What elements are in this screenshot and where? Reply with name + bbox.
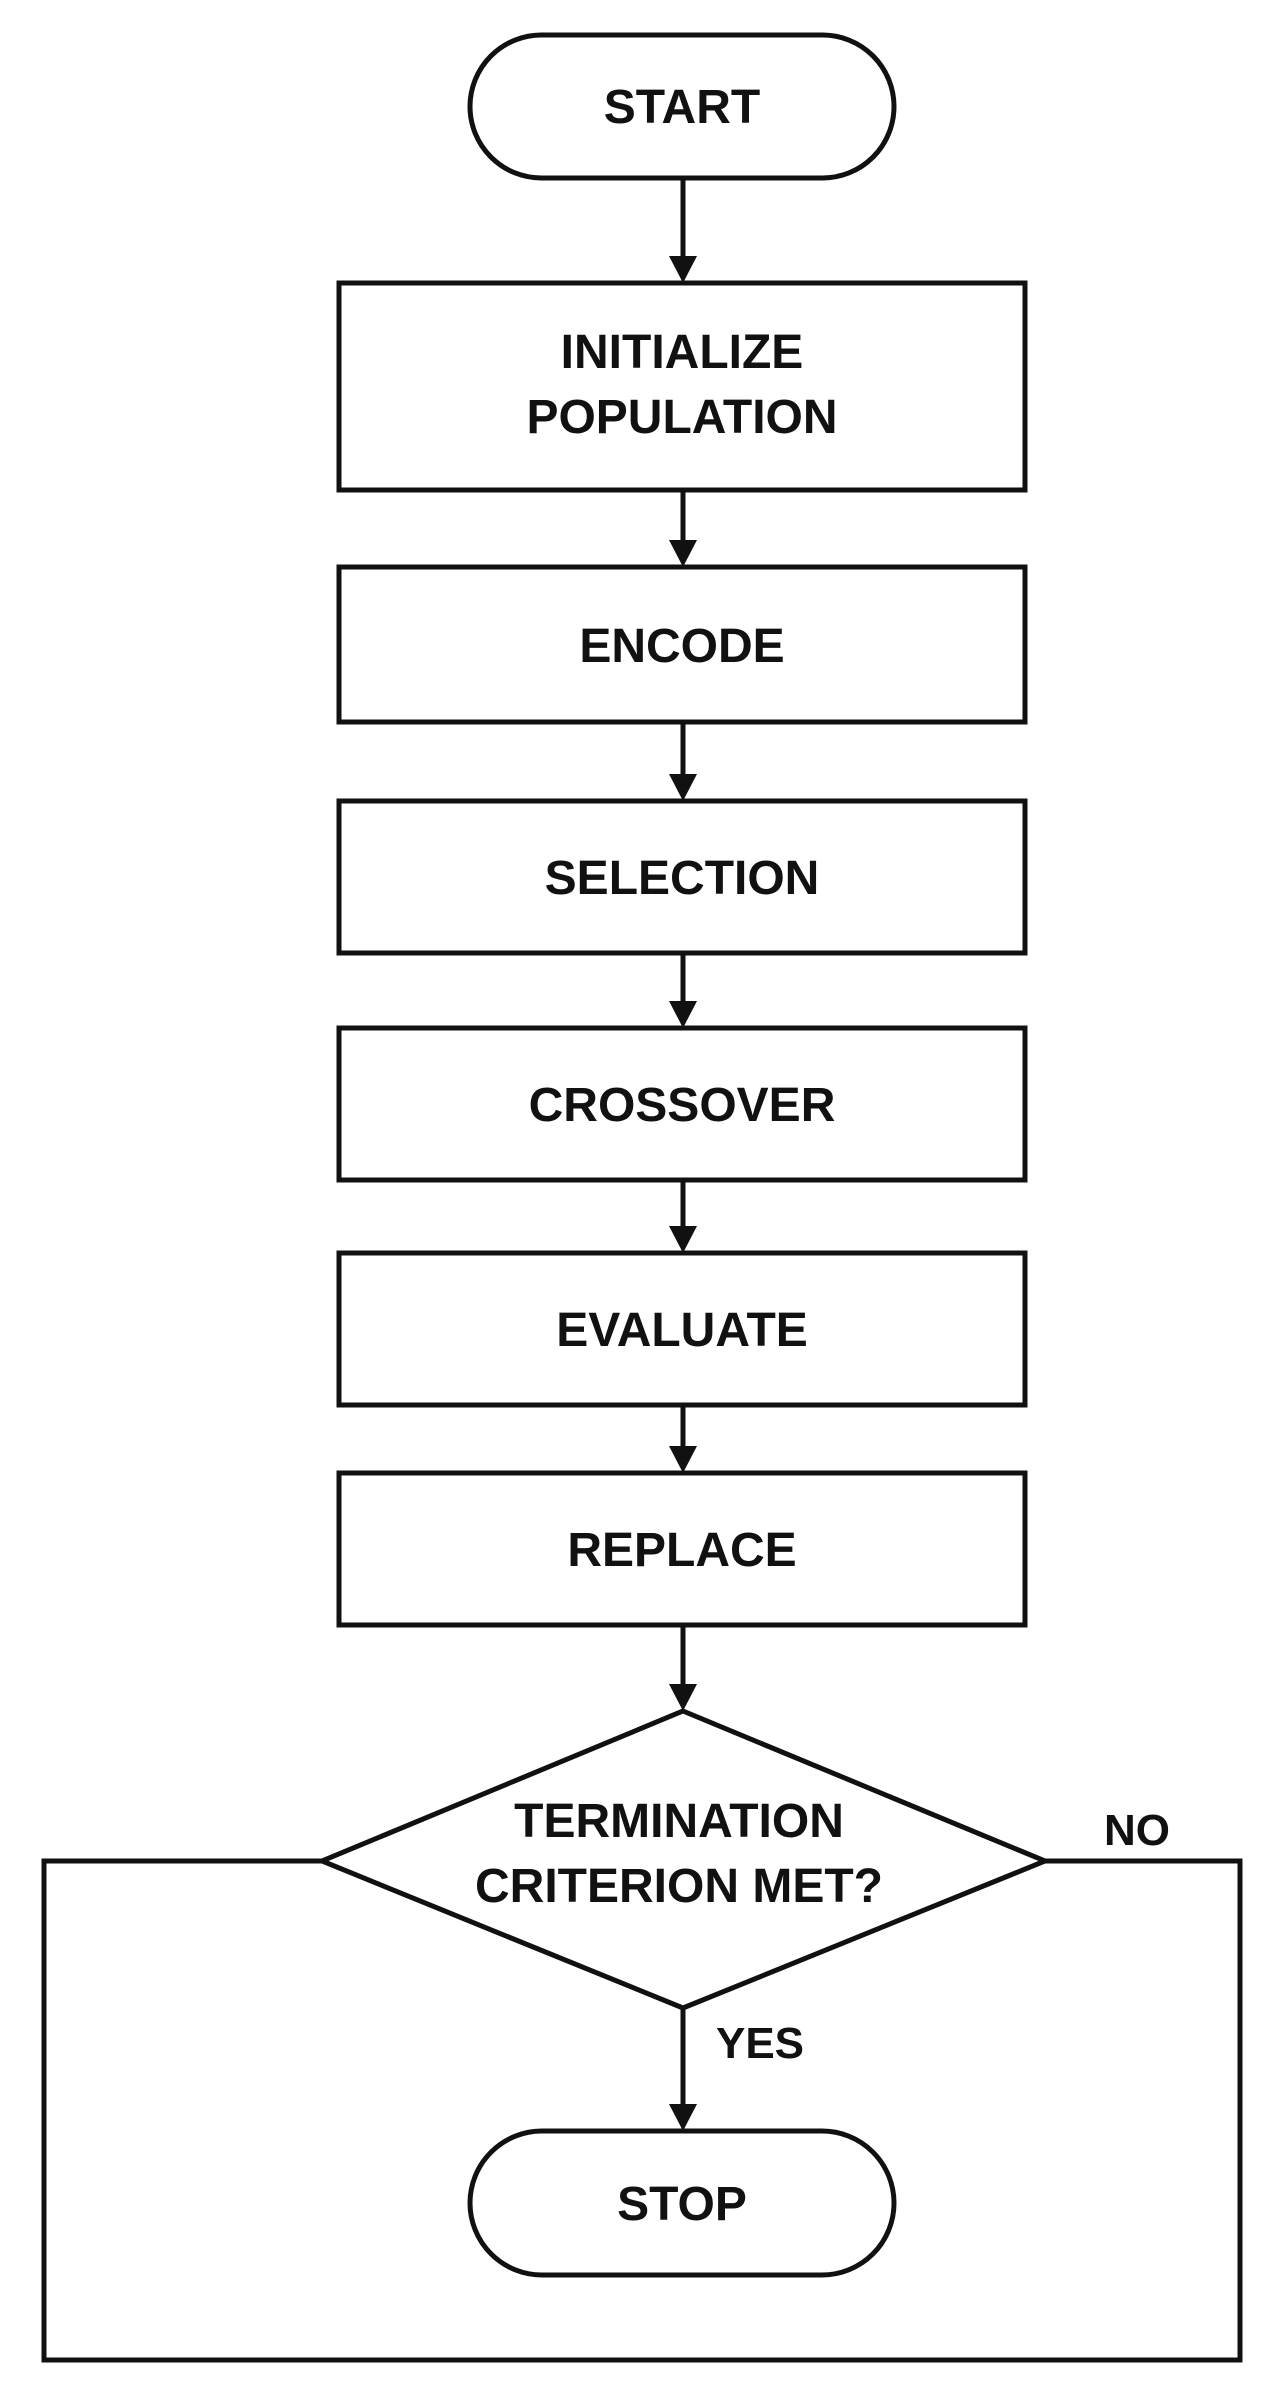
initialize-process-box: [336, 280, 1028, 493]
evaluate-process-box: [336, 1250, 1028, 1408]
crossover-process-box: [336, 1025, 1028, 1183]
selection-label: SELECTION: [545, 852, 820, 905]
arrowhead: [669, 1684, 697, 1711]
start-node: START: [467, 32, 897, 181]
arrowhead: [669, 774, 697, 801]
arrowhead: [669, 540, 697, 567]
arrowhead: [669, 1446, 697, 1473]
decision-label-line2: CRITERION MET?: [475, 1860, 883, 1913]
stop-node: STOP: [467, 2128, 897, 2278]
stop-terminal-shape: [467, 2128, 897, 2278]
replace-label: REPLACE: [567, 1524, 796, 1577]
initialize-population-node: INITIALIZE POPULATION: [336, 280, 1028, 493]
initialize-label-line2: POPULATION: [526, 391, 837, 444]
connectors: [41, 178, 1243, 2363]
replace-node: REPLACE: [336, 1470, 1028, 1628]
initialize-label-line1: INITIALIZE: [561, 326, 804, 379]
evaluate-label: EVALUATE: [556, 1304, 808, 1357]
edge-no-loop: [41, 1858, 1243, 2363]
termination-decision-node: TERMINATION CRITERION MET?: [315, 1708, 1052, 2011]
no-edge-label: NO: [1104, 1806, 1170, 1855]
arrowhead: [669, 256, 697, 283]
decision-label-line1: TERMINATION: [514, 1795, 844, 1848]
replace-process-box: [336, 1470, 1028, 1628]
selection-process-box: [336, 798, 1028, 956]
crossover-node: CROSSOVER: [336, 1025, 1028, 1183]
arrowhead: [669, 1226, 697, 1253]
yes-edge-label: YES: [716, 2019, 804, 2068]
encode-node: ENCODE: [336, 564, 1028, 725]
selection-node: SELECTION: [336, 798, 1028, 956]
start-terminal-shape: [467, 32, 897, 181]
evaluate-node: EVALUATE: [336, 1250, 1028, 1408]
arrowhead: [669, 1001, 697, 1028]
encode-label: ENCODE: [579, 620, 784, 673]
stop-label: STOP: [617, 2178, 747, 2231]
decision-diamond-shape: [315, 1708, 1052, 2011]
arrowhead: [669, 2104, 697, 2131]
crossover-label: CROSSOVER: [529, 1079, 836, 1132]
encode-process-box: [336, 564, 1028, 725]
start-label: START: [604, 81, 760, 134]
